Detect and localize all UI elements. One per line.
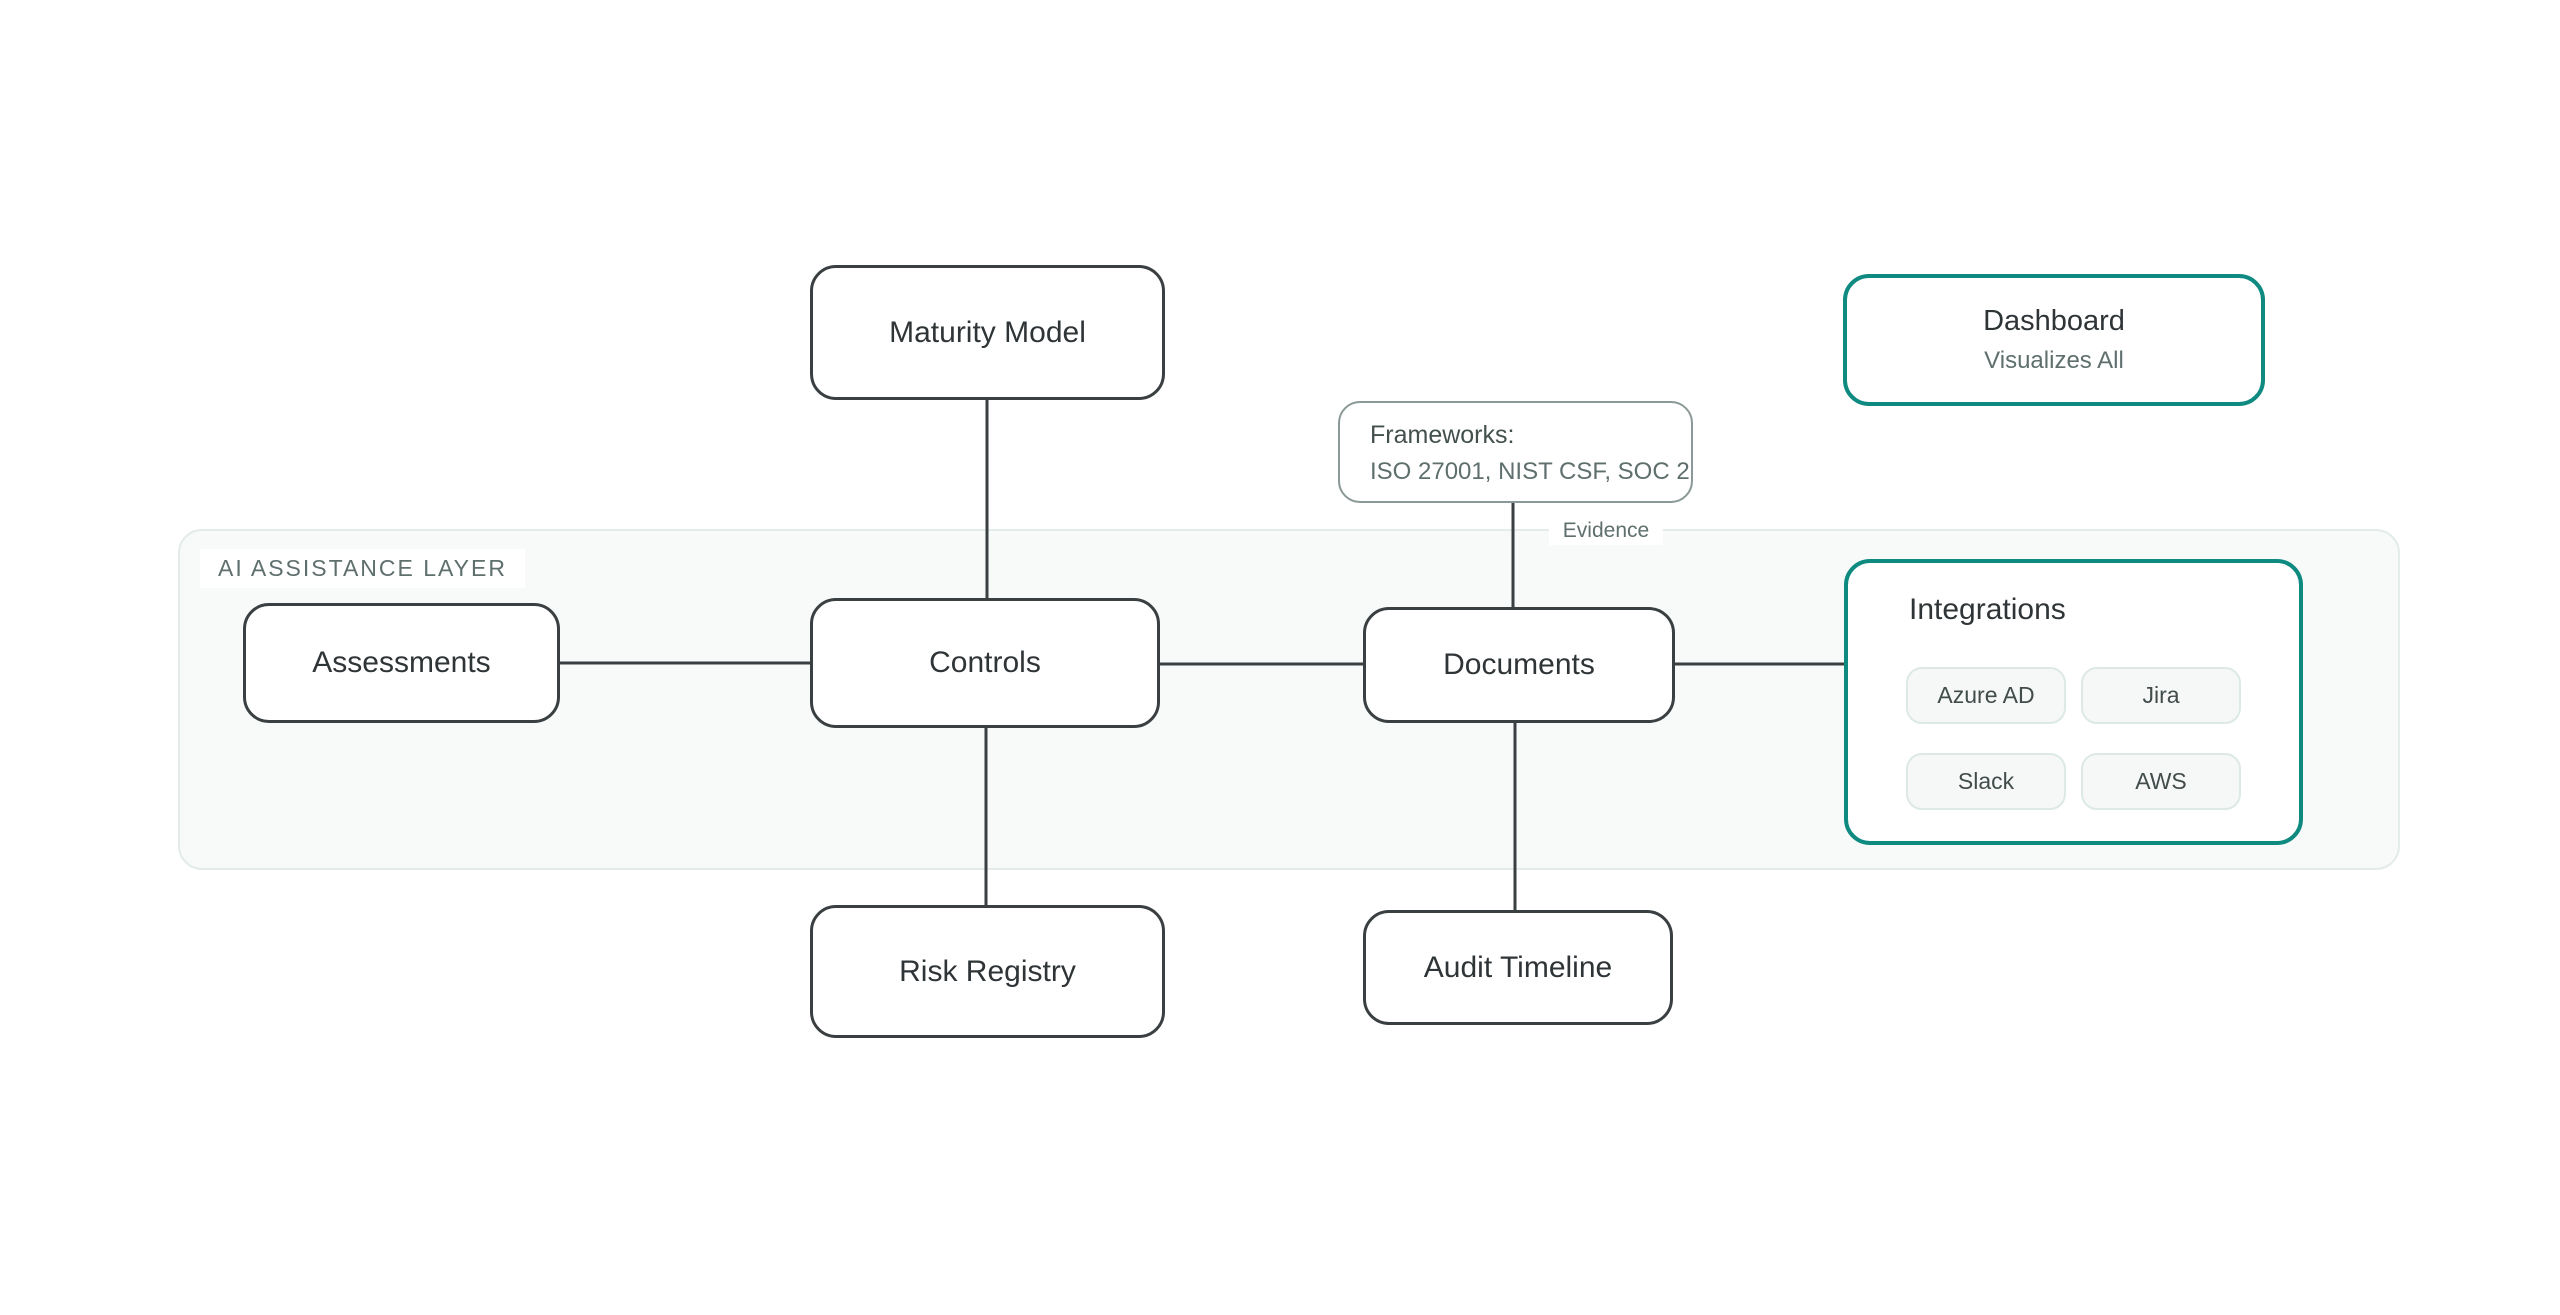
- node-assessments: Assessments: [243, 603, 560, 723]
- evidence-edge-label: Evidence: [1548, 517, 1664, 545]
- node-assessments-label: Assessments: [312, 646, 491, 679]
- integration-chip-azure-ad: Azure AD: [1906, 667, 2066, 724]
- integrations-title: Integrations: [1909, 593, 2066, 626]
- node-risk-registry-label: Risk Registry: [899, 954, 1076, 988]
- node-integrations: Integrations Azure AD Jira Slack AWS: [1844, 559, 2303, 845]
- node-audit-timeline-label: Audit Timeline: [1423, 950, 1613, 984]
- ai-assistance-layer-label: AI ASSISTANCE LAYER: [200, 549, 525, 588]
- integration-chip-aws: AWS: [2081, 753, 2241, 810]
- node-frameworks: Frameworks: ISO 27001, NIST CSF, SOC 2: [1338, 401, 1693, 503]
- node-audit-timeline: Audit Timeline: [1363, 910, 1673, 1025]
- frameworks-list: ISO 27001, NIST CSF, SOC 2: [1370, 458, 1690, 485]
- integration-chip-slack: Slack: [1906, 753, 2066, 810]
- frameworks-title: Frameworks:: [1370, 421, 1515, 449]
- dashboard-title: Dashboard: [1983, 305, 2125, 337]
- node-maturity-model: Maturity Model: [810, 265, 1165, 400]
- node-controls-label: Controls: [929, 646, 1041, 679]
- integration-chip-jira: Jira: [2081, 667, 2241, 724]
- node-maturity-model-label: Maturity Model: [889, 315, 1086, 349]
- node-documents: Documents: [1363, 607, 1675, 723]
- node-dashboard: Dashboard Visualizes All: [1843, 274, 2265, 406]
- node-controls: Controls: [810, 598, 1160, 728]
- node-documents-label: Documents: [1443, 648, 1595, 681]
- node-risk-registry: Risk Registry: [810, 905, 1165, 1038]
- dashboard-subtitle: Visualizes All: [1984, 347, 2124, 374]
